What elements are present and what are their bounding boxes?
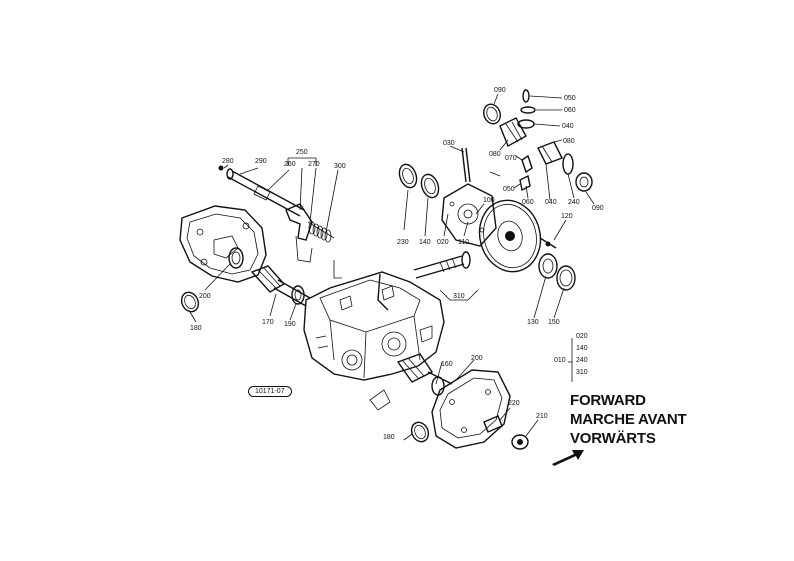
direction-title-block: FORWARD MARCHE AVANT VORWÄRTS (570, 391, 687, 448)
oil-seal-180-left (180, 291, 200, 313)
part-label-270: 270 (308, 161, 320, 168)
seal-150 (556, 265, 576, 291)
collar-220 (483, 415, 503, 433)
group-legend-parent: 010 (554, 357, 566, 364)
oil-seal-180-lower (410, 421, 430, 443)
part-label-080-right: 080 (563, 138, 575, 145)
part-label-080-left: 080 (489, 151, 501, 158)
part-label-230: 230 (397, 239, 409, 246)
part-label-200-right: 200 (471, 355, 483, 362)
part-label-050-top: 050 (564, 95, 576, 102)
direction-title-en: FORWARD (570, 392, 646, 409)
part-label-180-lower: 180 (383, 434, 395, 441)
shift-shaft-assembly (218, 165, 335, 263)
group-legend-child: 310 (576, 369, 588, 376)
bearing-130 (538, 253, 558, 279)
part-label-300: 300 (334, 163, 346, 170)
part-label-170: 170 (262, 319, 274, 326)
leader-lines (189, 93, 595, 441)
part-label-040-top: 040 (562, 123, 574, 130)
part-label-140: 140 (419, 239, 431, 246)
part-label-160: 160 (441, 361, 453, 368)
part-label-090-top: 090 (494, 87, 506, 94)
part-label-200-left: 200 (199, 293, 211, 300)
part-label-120: 120 (561, 213, 573, 220)
part-label-040-mid: 040 (545, 199, 557, 206)
reference-code-badge: 10171-07 (248, 386, 292, 397)
part-label-130: 130 (527, 319, 539, 326)
part-label-260: 260 (284, 161, 296, 168)
part-label-050-mid: 050 (503, 186, 515, 193)
part-label-060-mid: 060 (522, 199, 534, 206)
direction-title-de: VORWÄRTS (570, 430, 656, 447)
part-label-240: 240 (568, 199, 580, 206)
bearing-200-left (228, 247, 244, 269)
direction-title-fr: MARCHE AVANT (570, 411, 687, 428)
part-label-310: 310 (453, 293, 465, 300)
front-cover-housing (179, 205, 267, 283)
part-label-210: 210 (536, 413, 548, 420)
group-legend-bracket (568, 338, 573, 382)
part-label-190: 190 (284, 321, 296, 328)
group-legend-child: 240 (576, 357, 588, 364)
pinion-shaft-310 (413, 251, 471, 279)
part-label-110: 110 (458, 239, 469, 246)
arrow-icon (552, 450, 584, 466)
part-label-020: 020 (437, 239, 449, 246)
transmission-case (303, 271, 445, 381)
part-label-070: 070 (505, 155, 517, 162)
part-label-150: 150 (548, 319, 560, 326)
part-label-030: 030 (443, 140, 455, 147)
input-gear-shaft (250, 265, 311, 307)
part-label-100: 100 (483, 197, 495, 204)
part-label-060-top: 060 (564, 107, 576, 114)
part-label-090-right: 090 (592, 205, 604, 212)
bearing-210 (511, 434, 529, 450)
part-label-290: 290 (255, 158, 267, 165)
part-label-220: 220 (508, 400, 520, 407)
rear-cover-housing (369, 369, 511, 449)
differential-assembly (398, 147, 542, 273)
part-label-180-left: 180 (190, 325, 202, 332)
part-label-250: 250 (296, 149, 308, 156)
group-legend-child: 020 (576, 333, 588, 340)
part-label-280: 280 (222, 158, 234, 165)
group-legend-child: 140 (576, 345, 588, 352)
bevel-gear-group (483, 89, 593, 192)
